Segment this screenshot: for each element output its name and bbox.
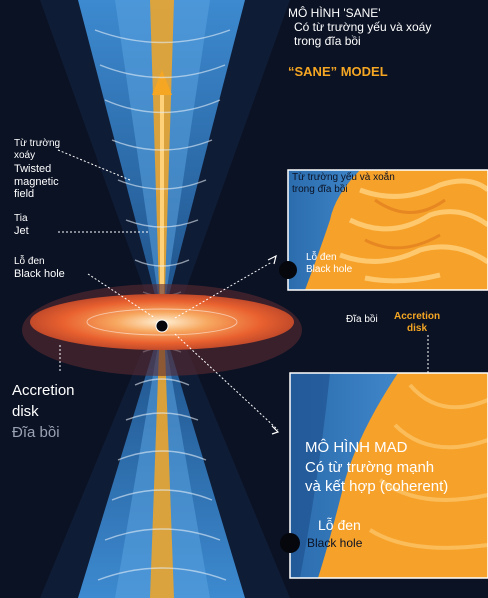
mad-header: MÔ HÌNH MAD Có từ trường mạnh và kết hợp… <box>305 438 448 497</box>
sane-inset-bh-label: Lỗ đen Black hole <box>306 252 352 275</box>
sane-desc-vi-1: Có từ trường yếu và xoáy <box>294 19 432 34</box>
disk-callout-en-2: disk <box>407 322 428 334</box>
jet-label-en: Jet <box>14 224 29 237</box>
sane-header: MÔ HÌNH 'SANE' Có từ trường yếu và xoáy … <box>288 6 432 48</box>
jet-label-vi: Tia <box>14 213 28 224</box>
sane-title-vi: MÔ HÌNH 'SANE' <box>288 6 381 20</box>
sane-inset <box>279 169 488 291</box>
disk-label-vi: Đĩa bồi <box>12 424 60 441</box>
field-label: Từ trường xoáy Twisted magnetic field <box>14 138 60 201</box>
mad-inset <box>280 372 488 579</box>
sane-inset-bh-vi: Lỗ đen <box>306 252 337 263</box>
sane-black-hole <box>279 261 297 279</box>
field-label-vi-2: xoáy <box>14 149 36 161</box>
field-label-en-2: magnetic <box>14 175 59 188</box>
mad-title-vi: MÔ HÌNH MAD <box>305 439 408 456</box>
disk-label: Accretion disk Đĩa bồi <box>12 380 75 443</box>
sane-inset-desc-1: Từ trường yếu và xoắn <box>292 172 395 183</box>
disk-label-en-1: Accretion <box>12 382 75 399</box>
jet-arrowhead <box>152 70 172 95</box>
sane-inset-bh-en: Black hole <box>306 263 353 275</box>
field-label-vi-1: Từ trường <box>14 138 61 149</box>
sane-inset-desc-2: trong đĩa bồi <box>292 183 348 195</box>
central-black-hole <box>155 319 169 333</box>
sane-title-en: “SANE” MODEL <box>288 64 388 79</box>
disk-callout-vi: Đĩa bồi <box>346 314 378 325</box>
black-hole-label-en: Black hole <box>14 267 65 280</box>
mad-black-hole <box>280 533 300 553</box>
sane-desc-vi-2: trong đĩa bồi <box>294 33 361 48</box>
sane-inset-desc: Từ trường yếu và xoắn trong đĩa bồi <box>292 172 395 195</box>
connector-lines <box>57 149 429 431</box>
mad-bh-en: Black hole <box>307 536 363 550</box>
disk-callout-en: Accretion disk <box>394 311 440 334</box>
jet-label: Tia Jet <box>14 213 29 237</box>
black-hole-label-vi: Lỗ đen <box>14 256 45 267</box>
mad-desc-vi-2: và kết hợp (coherent) <box>305 478 449 495</box>
field-label-en-3: field <box>14 188 35 201</box>
mad-bh-vi: Lỗ đen <box>318 517 361 533</box>
black-hole-label: Lỗ đen Black hole <box>14 256 65 280</box>
disk-label-en-2: disk <box>12 403 39 420</box>
mad-desc-vi-1: Có từ trường mạnh <box>305 458 435 476</box>
field-label-en-1: Twisted <box>14 163 52 175</box>
disk-callout-en-1: Accretion <box>394 311 441 322</box>
